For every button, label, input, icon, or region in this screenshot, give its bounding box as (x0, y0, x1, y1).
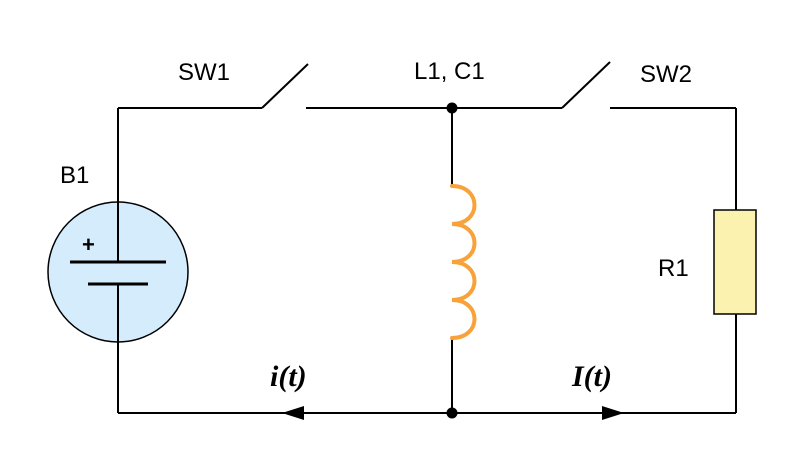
label-l1c1: L1, C1 (414, 58, 485, 85)
arrow-left-current (282, 406, 304, 420)
label-sw2: SW2 (640, 61, 692, 88)
switch-sw1-blade (261, 63, 309, 109)
label-r1: R1 (658, 255, 689, 282)
junction-top (446, 102, 458, 114)
label-b1: B1 (60, 162, 89, 189)
label-sw1: SW1 (178, 59, 230, 86)
junction-bottom (446, 407, 458, 419)
inductor-coil (450, 184, 477, 340)
arrow-right-current (602, 406, 624, 420)
resistor-r1-body (713, 209, 757, 315)
label-current-left: i(t) (270, 360, 307, 393)
switch-sw2-blade (561, 61, 611, 109)
wires (117, 107, 737, 414)
battery-plus-sign: + (82, 232, 95, 257)
label-current-right: I(t) (571, 360, 612, 393)
